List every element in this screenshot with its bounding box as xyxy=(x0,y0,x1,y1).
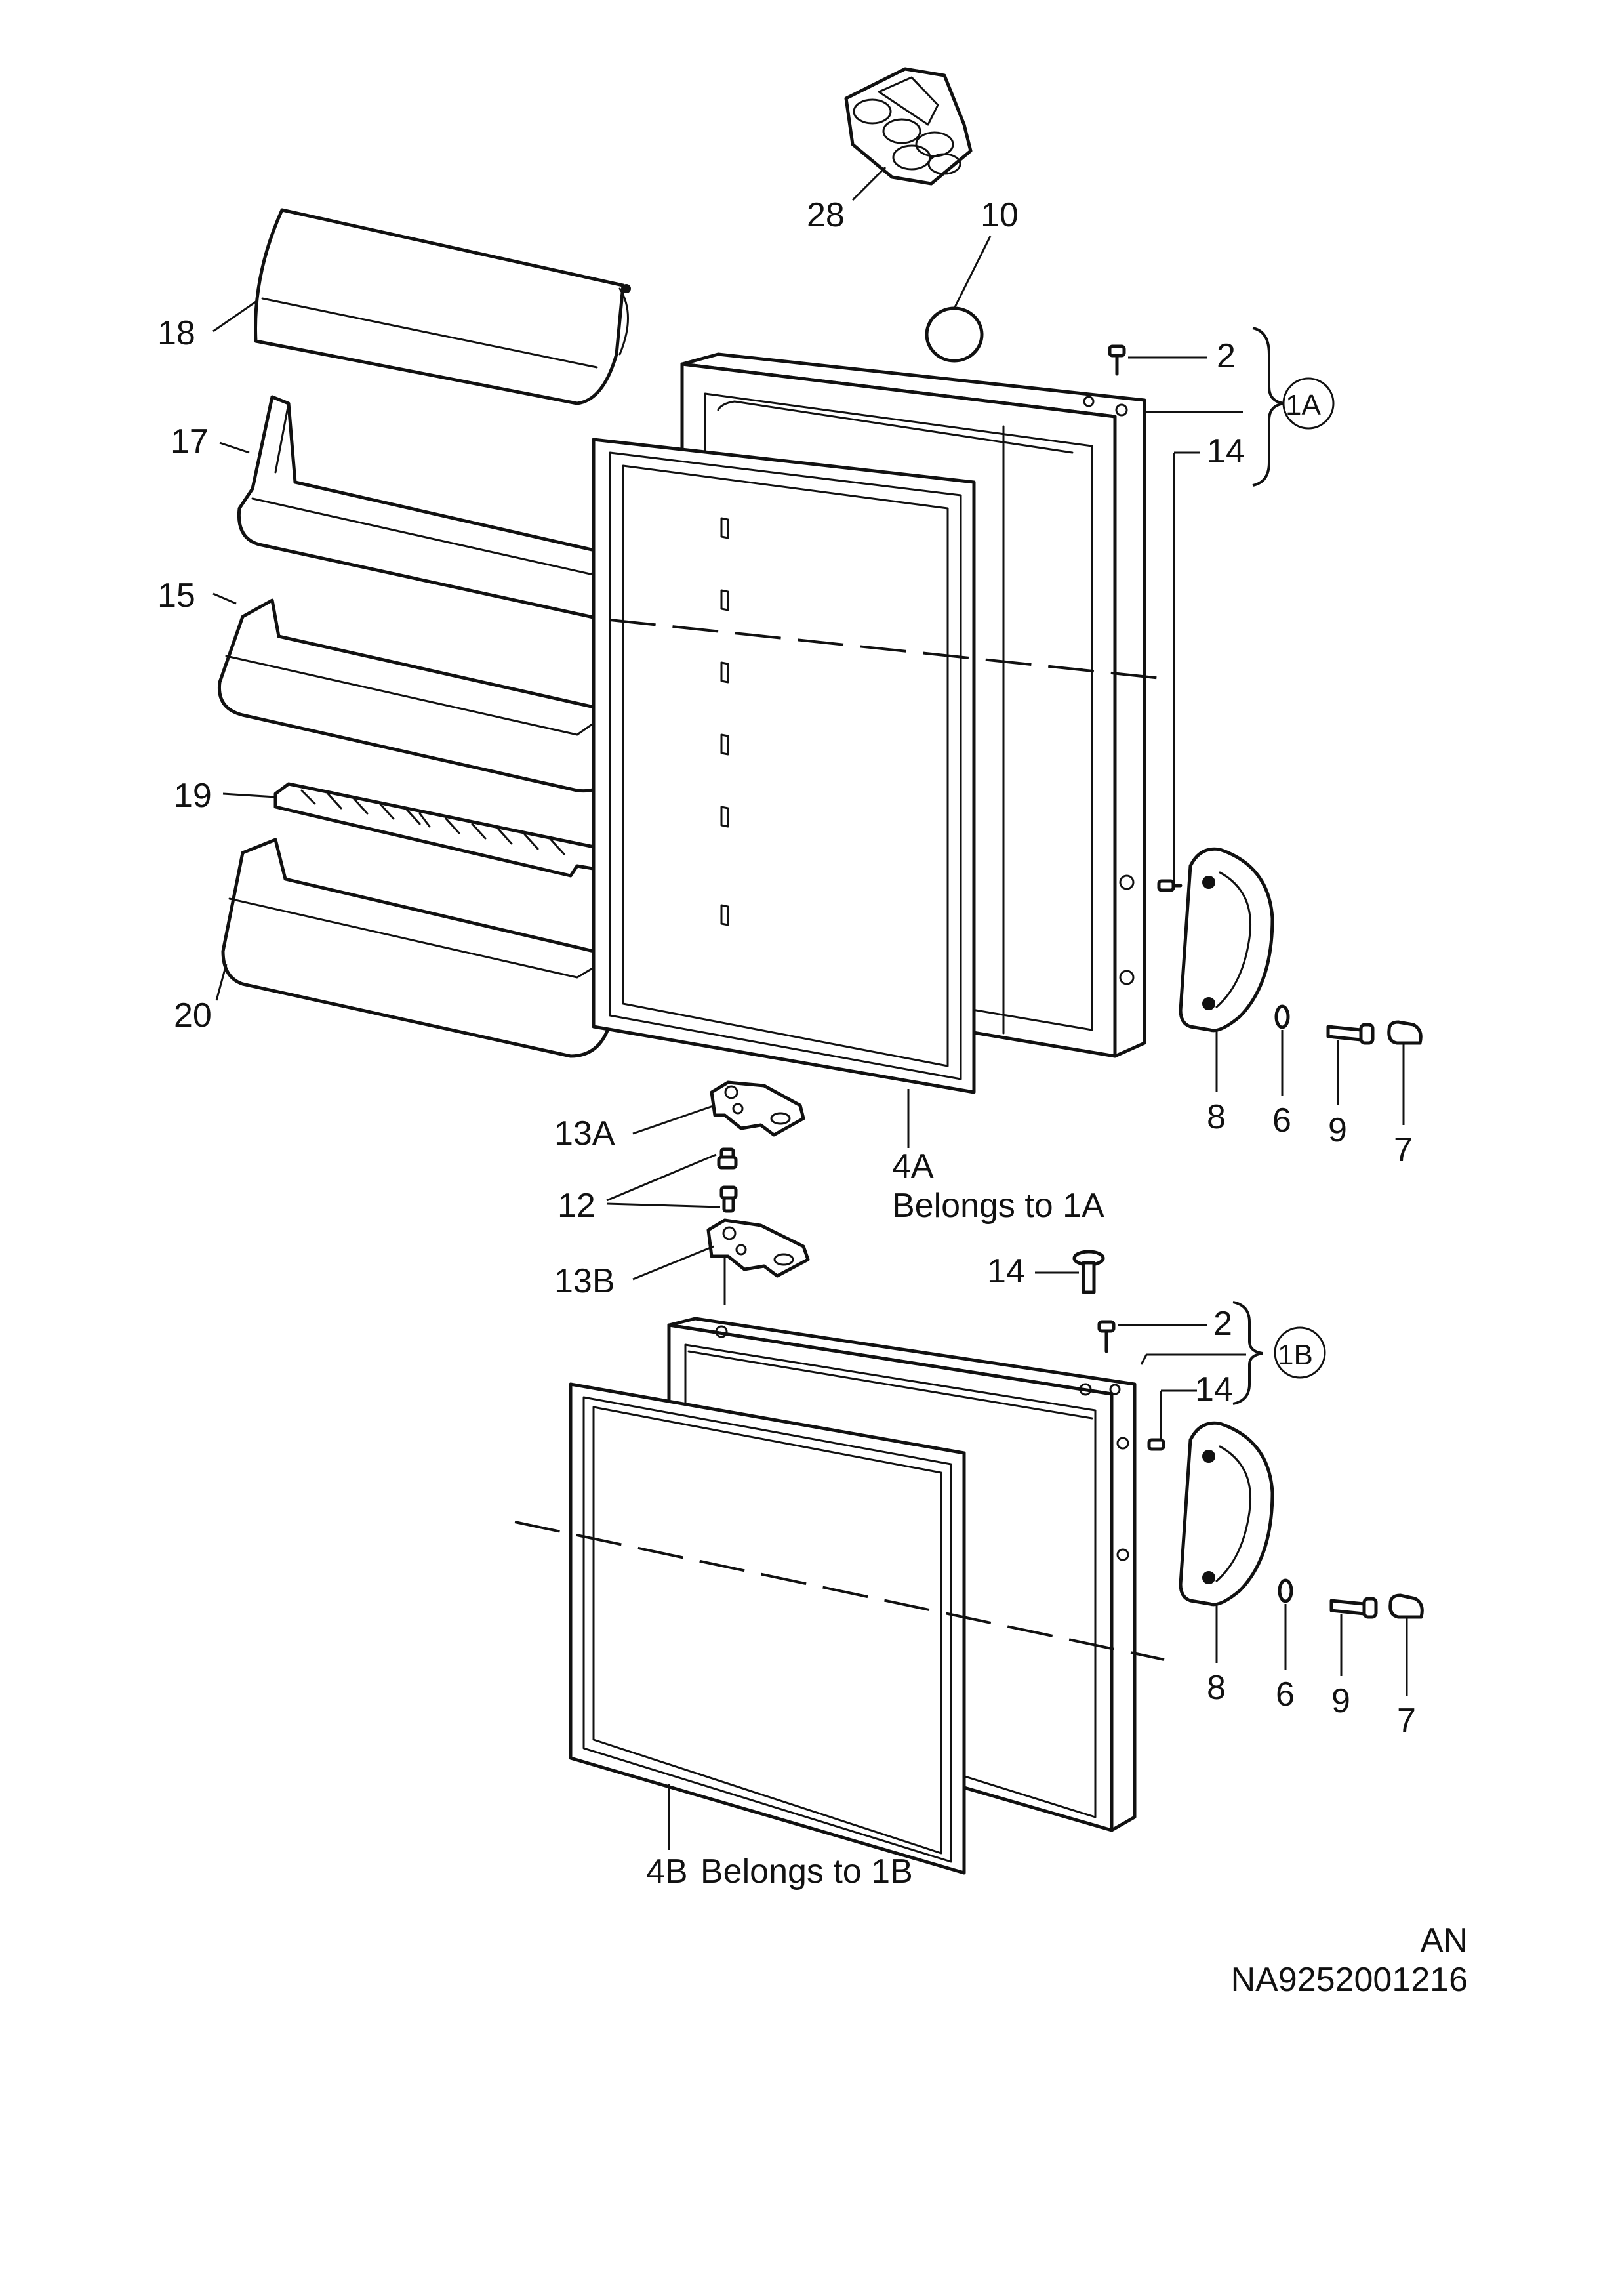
hinge-part-13A xyxy=(710,1080,805,1137)
plug-part-10 xyxy=(925,306,984,363)
label-4B: 4B xyxy=(646,1853,688,1891)
label-4A: 4A xyxy=(892,1147,934,1185)
cap-part-7-bottom xyxy=(1388,1593,1424,1619)
assembly-axis-lower xyxy=(514,1521,1165,1661)
label-19: 19 xyxy=(174,777,212,815)
drawing-code-line2: NA9252001216 xyxy=(1231,1961,1468,1999)
door-handle-part-8-top xyxy=(1179,847,1274,1033)
label-12: 12 xyxy=(557,1187,596,1225)
label-4B-note: Belongs to 1B xyxy=(700,1853,913,1891)
bottle-grid-part-19 xyxy=(273,782,609,878)
cap-part-7-top xyxy=(1387,1020,1423,1045)
drawing-code-line1: AN xyxy=(1421,1921,1468,1959)
label-4A-note: Belongs to 1A xyxy=(892,1187,1104,1225)
label-28: 28 xyxy=(807,196,845,234)
label-14-bottom: 14 xyxy=(1195,1370,1233,1408)
label-17: 17 xyxy=(171,422,209,461)
egg-tray-part-28 xyxy=(844,67,973,186)
washer-part-6-bottom xyxy=(1278,1578,1293,1603)
label-1B: 1B xyxy=(1278,1339,1313,1371)
label-10: 10 xyxy=(981,196,1019,234)
label-9-top: 9 xyxy=(1328,1111,1347,1149)
label-20: 20 xyxy=(174,996,212,1035)
screw-part-14-lower xyxy=(1147,1438,1165,1451)
washer-part-6-top xyxy=(1274,1004,1290,1029)
hinge-pin-part-12-upper xyxy=(717,1147,738,1170)
label-7-bottom: 7 xyxy=(1397,1702,1416,1740)
label-8-bottom: 8 xyxy=(1207,1669,1226,1707)
door-shelf-part-15 xyxy=(217,598,618,793)
assembly-axis-upper xyxy=(609,619,1168,680)
door-shelf-part-17 xyxy=(237,395,638,620)
label-2-bottom: 2 xyxy=(1213,1305,1232,1343)
door-handle-part-8-bottom xyxy=(1179,1421,1274,1607)
brace-1A xyxy=(1252,327,1285,487)
plug-part-14-mid xyxy=(1072,1250,1105,1294)
label-7-top: 7 xyxy=(1394,1131,1413,1169)
screw-part-9-top xyxy=(1326,1023,1375,1045)
screw-part-2-top xyxy=(1108,344,1126,376)
label-18: 18 xyxy=(157,314,195,352)
label-13B: 13B xyxy=(554,1262,615,1300)
brace-1B xyxy=(1232,1301,1263,1405)
label-6-bottom: 6 xyxy=(1276,1675,1295,1713)
label-1A: 1A xyxy=(1285,389,1321,421)
door-gasket-part-4B xyxy=(569,1382,966,1875)
screw-part-2-bottom xyxy=(1097,1320,1116,1353)
door-gasket-part-4A xyxy=(592,438,976,1094)
screw-part-9-bottom xyxy=(1329,1597,1378,1619)
screw-part-14-upper xyxy=(1157,879,1183,892)
hinge-pin-part-12-lower xyxy=(719,1185,738,1213)
hinge-part-13B xyxy=(706,1218,810,1305)
label-6-top: 6 xyxy=(1272,1101,1291,1139)
label-8-top: 8 xyxy=(1207,1098,1226,1136)
label-9-bottom: 9 xyxy=(1331,1682,1350,1720)
label-15: 15 xyxy=(157,577,195,615)
label-13A: 13A xyxy=(554,1115,615,1153)
dairy-cover-part-18 xyxy=(254,208,631,405)
label-14-top: 14 xyxy=(1207,432,1245,470)
label-2-top: 2 xyxy=(1217,337,1236,375)
label-14-mid: 14 xyxy=(987,1252,1025,1290)
